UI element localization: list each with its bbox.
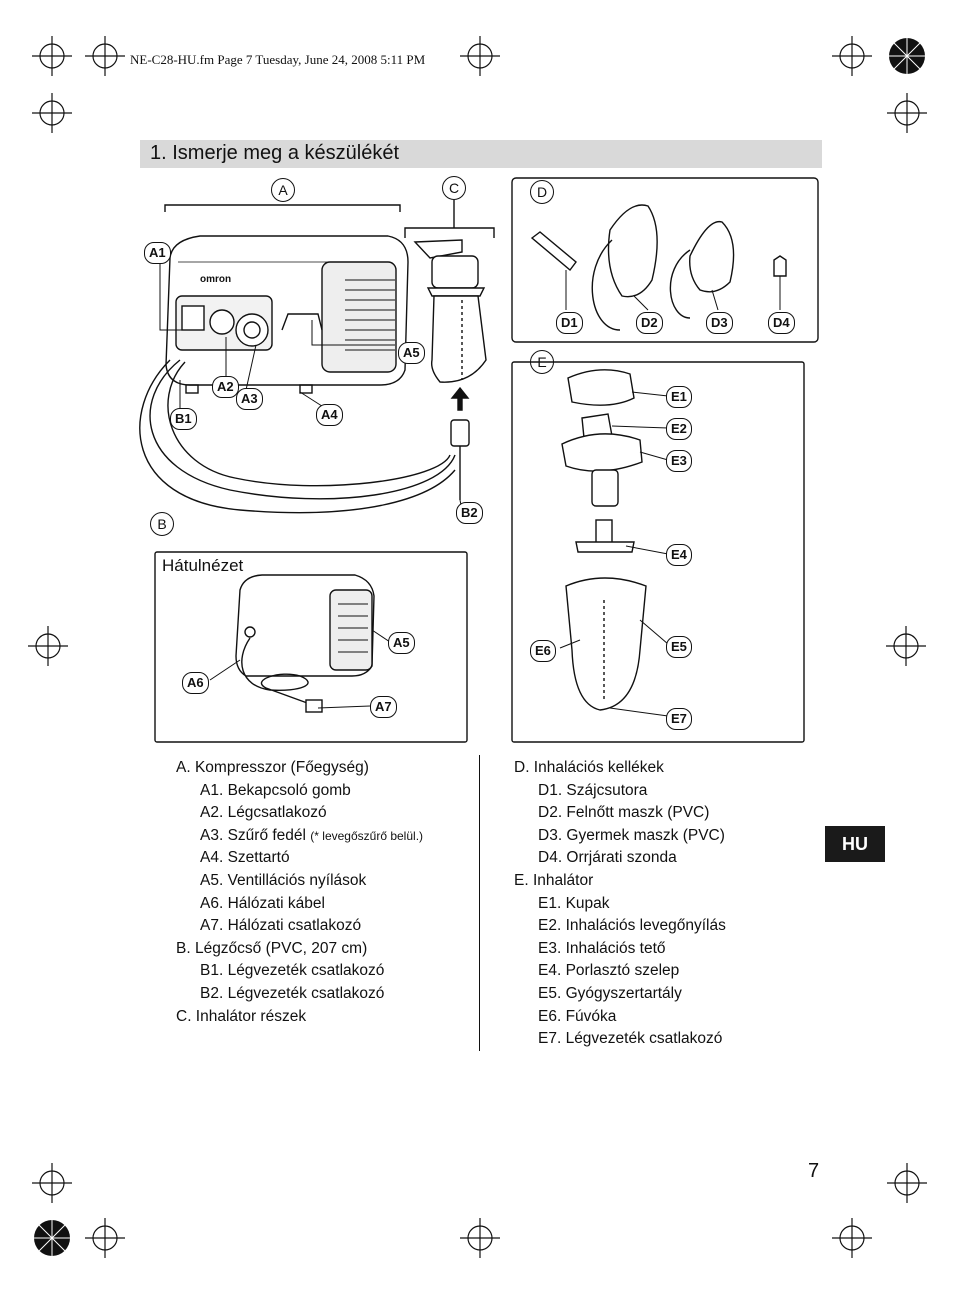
callout-e1: E1 bbox=[666, 386, 692, 408]
list-item: D. Inhalációs kellékek bbox=[514, 759, 664, 776]
crosshair-icon bbox=[85, 36, 125, 76]
device-brand: omron bbox=[200, 274, 231, 285]
callout-d4: D4 bbox=[768, 312, 795, 334]
list-item: C. Inhalátor részek bbox=[176, 1007, 307, 1025]
list-item: B2. Légvezeték csatlakozó bbox=[200, 984, 385, 1002]
list-item: D2. Felnőtt maszk (PVC) bbox=[538, 804, 710, 822]
list-item: A. Kompresszor (Főegység) bbox=[176, 759, 369, 776]
list-item: A3. Szűrő fedél (* levegőszűrő belül.) bbox=[176, 825, 423, 848]
crosshair-icon bbox=[832, 36, 872, 76]
page-header: NE-C28-HU.fm Page 7 Tuesday, June 24, 20… bbox=[130, 52, 426, 67]
crosshair-icon bbox=[832, 1218, 872, 1258]
list-item: E2. Inhalációs levegőnyílás bbox=[538, 917, 726, 935]
callout-e2: E2 bbox=[666, 418, 692, 440]
callout-a4: A4 bbox=[316, 404, 343, 426]
callout-a5: A5 bbox=[398, 342, 425, 364]
list-item: E5. Gyógyszertartály bbox=[538, 984, 682, 1002]
crosshair-icon bbox=[32, 1163, 72, 1203]
callout-a2: A2 bbox=[212, 376, 239, 398]
list-item: E. Inhalátor bbox=[514, 871, 594, 889]
crosshair-icon bbox=[887, 93, 927, 133]
crosshair-icon bbox=[460, 1218, 500, 1258]
crosshair-icon bbox=[887, 1163, 927, 1203]
group-label-b: B bbox=[150, 512, 174, 536]
callout-e5: E5 bbox=[666, 636, 692, 658]
callout-a7: A7 bbox=[370, 696, 397, 718]
group-label-a: A bbox=[271, 178, 295, 202]
parts-list-left: A. Kompresszor (Főegység) A1. Bekapcsoló… bbox=[176, 757, 423, 1028]
callout-b2: B2 bbox=[456, 502, 483, 524]
callout-b1: B1 bbox=[170, 408, 197, 430]
group-label-c: C bbox=[442, 176, 466, 200]
crosshair-icon bbox=[85, 1218, 125, 1258]
callout-e6: E6 bbox=[530, 640, 556, 662]
group-label-e: E bbox=[530, 350, 554, 374]
callout-a5-back: A5 bbox=[388, 632, 415, 654]
crosshair-icon bbox=[28, 626, 68, 666]
column-divider bbox=[479, 755, 480, 1051]
list-item: B1. Légvezeték csatlakozó bbox=[200, 962, 385, 980]
crosshair-icon bbox=[32, 93, 72, 133]
list-item-text: A3. Szűrő fedél bbox=[200, 826, 311, 844]
callout-d3: D3 bbox=[706, 312, 733, 334]
list-item: E4. Porlasztó szelep bbox=[538, 962, 680, 980]
list-item: E3. Inhalációs tető bbox=[538, 939, 666, 957]
section-title-bar bbox=[140, 140, 822, 168]
list-item: A7. Hálózati csatlakozó bbox=[200, 917, 362, 935]
crosshair-icon bbox=[460, 36, 500, 76]
section-title: 1. Ismerje meg a készülékét bbox=[150, 142, 399, 164]
list-item: D1. Szájcsutora bbox=[538, 781, 648, 799]
list-item: A1. Bekapcsoló gomb bbox=[200, 781, 351, 799]
callout-a1: A1 bbox=[144, 242, 171, 264]
list-item: A6. Hálózati kábel bbox=[200, 894, 325, 912]
callout-a3: A3 bbox=[236, 388, 263, 410]
group-label-d: D bbox=[530, 180, 554, 204]
callout-e3: E3 bbox=[666, 450, 692, 472]
list-item: E6. Fúvóka bbox=[538, 1007, 617, 1025]
callout-e7: E7 bbox=[666, 708, 692, 730]
language-badge: HU bbox=[825, 826, 885, 862]
list-item: A5. Ventillációs nyílások bbox=[200, 871, 367, 889]
parts-list-right: D. Inhalációs kellékek D1. Szájcsutora D… bbox=[514, 757, 726, 1051]
list-item: A4. Szettartó bbox=[200, 849, 290, 867]
list-item: E1. Kupak bbox=[538, 894, 610, 912]
callout-a6: A6 bbox=[182, 672, 209, 694]
list-item: E7. Légvezeték csatlakozó bbox=[538, 1030, 723, 1048]
crosshair-icon bbox=[32, 36, 72, 76]
callout-d2: D2 bbox=[636, 312, 663, 334]
list-item: D3. Gyermek maszk (PVC) bbox=[538, 826, 725, 844]
back-view-label: Hátulnézet bbox=[162, 556, 244, 575]
callout-d1: D1 bbox=[556, 312, 583, 334]
list-item: B. Légzőcső (PVC, 207 cm) bbox=[176, 939, 368, 957]
list-item: D4. Orrjárati szonda bbox=[538, 849, 677, 867]
list-item: A2. Légcsatlakozó bbox=[200, 804, 327, 822]
callout-e4: E4 bbox=[666, 544, 692, 566]
list-item-note: (* levegőszűrő belül.) bbox=[310, 828, 424, 843]
crosshair-icon bbox=[886, 626, 926, 666]
page-number: 7 bbox=[808, 1160, 820, 1182]
